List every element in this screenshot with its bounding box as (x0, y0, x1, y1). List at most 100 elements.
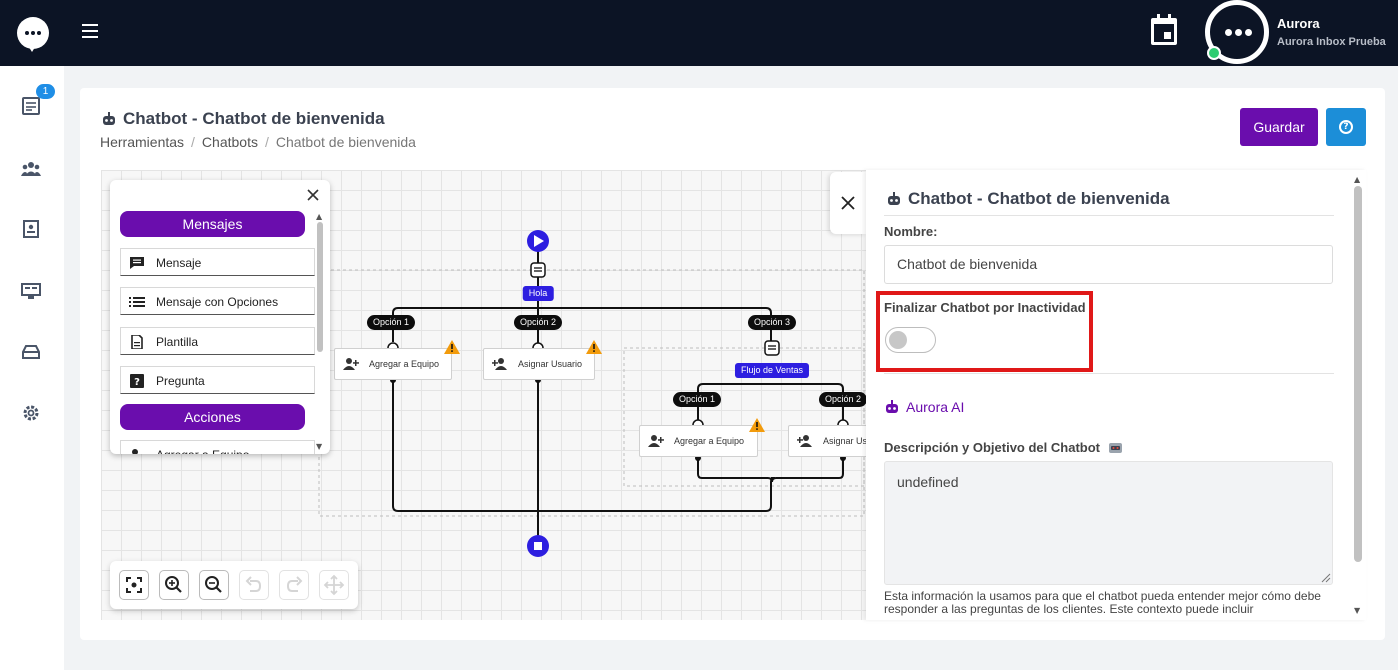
canvas-toolbar (110, 561, 358, 609)
user-inbox-name: Aurora Inbox Prueba (1277, 36, 1386, 48)
palette-item-mensaje[interactable]: Mensaje (120, 248, 315, 276)
end-node[interactable] (527, 535, 549, 557)
sub-option-label-1[interactable]: Opción 1 (672, 392, 722, 407)
scroll-up-icon[interactable]: ▲ (316, 212, 323, 221)
robot-icon (886, 400, 898, 413)
top-bar (0, 0, 1398, 66)
description-label-text: Descripción y Objetivo del Chatbot (884, 440, 1100, 455)
palette-item-label: Plantilla (156, 335, 199, 349)
inactivity-label: Finalizar Chatbot por Inactividad (884, 300, 1086, 315)
chatbot-icon[interactable] (21, 282, 41, 300)
queues-icon[interactable] (21, 220, 41, 238)
help-button[interactable]: ? (1326, 108, 1366, 146)
scroll-down-icon[interactable]: ▼ (316, 442, 323, 451)
sub-add-to-team-node[interactable]: Agregar a Equipo (639, 425, 758, 457)
node-palette: Mensajes Mensaje Mensaje con Opciones Pl… (110, 180, 330, 454)
integrations-icon[interactable] (21, 343, 41, 361)
assign-user-node[interactable]: Asignar Usuario (483, 348, 595, 380)
assign-user-icon (492, 358, 507, 370)
resize-handle-icon[interactable] (1321, 573, 1331, 583)
aurora-ai-label: Aurora AI (906, 399, 965, 415)
name-input[interactable]: Chatbot de bienvenida (884, 245, 1333, 284)
close-icon (841, 196, 855, 210)
settings-icon[interactable] (21, 404, 41, 422)
palette-item-label: Mensaje (156, 256, 202, 270)
robot-icon (103, 112, 115, 125)
breadcrumb-herramientas[interactable]: Herramientas (100, 134, 185, 150)
option-label-3[interactable]: Opción 3 (747, 315, 797, 330)
menu-toggle-icon[interactable] (82, 24, 98, 38)
sub-option-label-2[interactable]: Opción 2 (818, 392, 866, 407)
node-label: Asignar Usuario (823, 436, 866, 446)
divider (884, 373, 1334, 374)
contacts-icon[interactable] (21, 160, 41, 178)
user-name: Aurora (1277, 16, 1320, 31)
page-title-text: Chatbot - Chatbot de bienvenida (123, 109, 385, 128)
node-label: Agregar a Equipo (369, 359, 440, 369)
move-icon (323, 574, 345, 596)
panel-title: Chatbot - Chatbot de bienvenida (886, 189, 1170, 209)
redo-button[interactable] (279, 570, 309, 600)
palette-item-mensaje-opciones[interactable]: Mensaje con Opciones (120, 287, 315, 315)
online-status-icon (1207, 46, 1221, 60)
save-button[interactable]: Guardar (1240, 108, 1318, 146)
scroll-down-icon[interactable]: ▼ (1354, 606, 1361, 615)
list-icon (129, 297, 145, 307)
calendar-icon[interactable] (1151, 14, 1177, 45)
option-label-1[interactable]: Opción 1 (366, 315, 416, 330)
sidebar (0, 66, 64, 670)
breadcrumb-chatbots[interactable]: Chatbots (201, 134, 258, 150)
notification-badge: 1 (36, 84, 55, 99)
palette-section-actions: Acciones (120, 404, 305, 430)
option-label-2[interactable]: Opción 2 (513, 315, 563, 330)
palette-item-label: Pregunta (156, 374, 205, 388)
palette-item-plantilla[interactable]: Plantilla (120, 327, 315, 355)
fit-view-icon (126, 577, 142, 593)
zoom-in-button[interactable] (159, 570, 189, 600)
palette-item-label: Agregar a Equipo (156, 441, 249, 454)
add-to-team-node[interactable]: Agregar a Equipo (334, 348, 452, 380)
pan-button[interactable] (319, 570, 349, 600)
assign-user-icon (797, 435, 812, 447)
panel-title-text: Chatbot - Chatbot de bienvenida (908, 189, 1170, 208)
description-textarea[interactable]: undefined (884, 461, 1333, 585)
breadcrumb-current: Chatbot de bienvenida (275, 134, 416, 150)
zoom-in-icon (165, 576, 182, 593)
palette-item-pregunta[interactable]: ? Pregunta (120, 366, 315, 394)
fit-view-button[interactable] (119, 570, 149, 600)
tickets-icon[interactable] (21, 97, 41, 115)
node-label: Agregar a Equipo (674, 436, 745, 446)
question-icon: ? (130, 374, 144, 388)
message-icon (130, 257, 144, 269)
redo-icon (286, 576, 303, 592)
inactivity-toggle[interactable] (885, 327, 936, 353)
undo-button[interactable] (239, 570, 269, 600)
svg-text:?: ? (134, 377, 140, 388)
name-label: Nombre: (884, 224, 938, 239)
robot-emoji-icon (1108, 443, 1122, 453)
flow-label-hola[interactable]: Hola (522, 286, 554, 301)
panel-scrollbar[interactable] (1354, 186, 1362, 562)
close-icon[interactable] (306, 188, 320, 202)
app-logo-icon[interactable] (17, 17, 49, 52)
warning-icon (586, 340, 602, 354)
flow-label-ventas[interactable]: Flujo de Ventas (734, 363, 810, 378)
description-label: Descripción y Objetivo del Chatbot (884, 440, 1123, 455)
palette-section-messages: Mensajes (120, 211, 305, 237)
description-help-text: Esta información la usamos para que el c… (884, 589, 1321, 616)
message-node-icon[interactable] (530, 262, 546, 278)
highlight-box (876, 291, 1093, 372)
add-team-icon (343, 358, 359, 370)
subflow-node-icon[interactable] (764, 340, 780, 356)
zoom-out-button[interactable] (199, 570, 229, 600)
scroll-up-icon[interactable]: ▲ (1354, 175, 1361, 184)
warning-icon (749, 418, 765, 432)
add-team-icon (648, 435, 664, 447)
palette-item-agregar-equipo[interactable]: Agregar a Equipo (120, 440, 315, 454)
aurora-ai-link[interactable]: Aurora AI (884, 399, 964, 415)
palette-scrollbar[interactable] (317, 222, 323, 352)
start-node[interactable] (527, 230, 549, 252)
warning-icon (444, 340, 460, 354)
sub-assign-user-node[interactable]: Asignar Usuario (788, 425, 866, 457)
panel-close-button[interactable] (830, 172, 866, 234)
